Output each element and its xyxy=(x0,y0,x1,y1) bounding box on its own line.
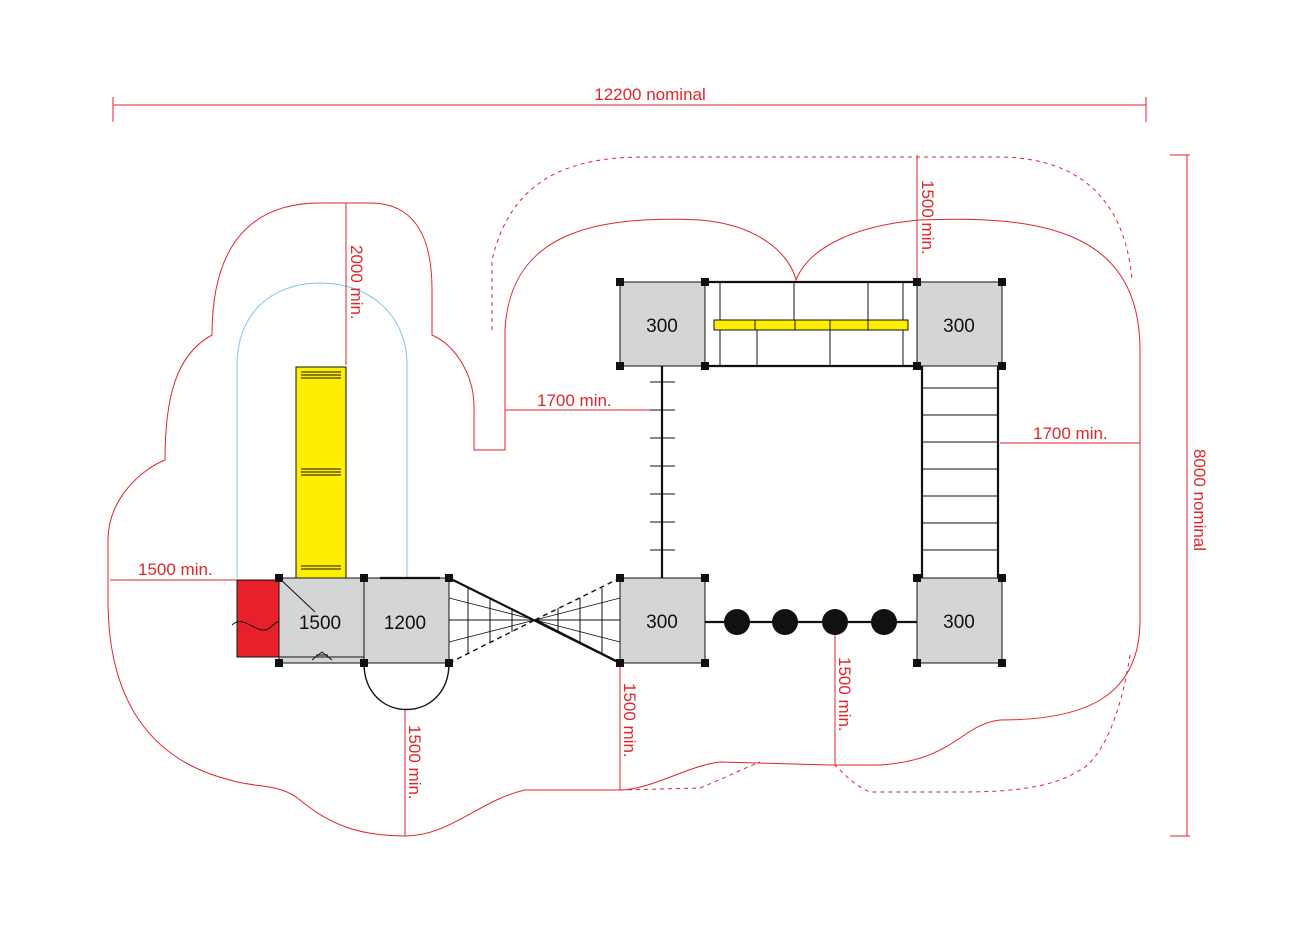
bottom-left-clearance-label: 1500 min. xyxy=(405,725,424,800)
red-panel xyxy=(231,579,291,658)
safety-zone-dashed-top xyxy=(491,156,1133,330)
deck-1200 xyxy=(363,577,450,664)
deck-bottom-left-label: 300 xyxy=(646,612,678,633)
bottom-right-clearance-label: 1500 min. xyxy=(835,657,854,732)
slide xyxy=(295,366,347,580)
safety-zone-outline xyxy=(107,202,1141,837)
deck-top-left xyxy=(619,281,706,367)
height-dimension xyxy=(1170,154,1190,837)
deck-1500-label: 1500 xyxy=(299,613,341,634)
deck-bottom-right xyxy=(916,577,1003,664)
width-nominal-label: 12200 nominal xyxy=(594,85,706,104)
height-nominal-label: 8000 nominal xyxy=(1190,449,1209,551)
top-right-clearance-label: 1500 min. xyxy=(918,180,937,255)
right-posts xyxy=(616,278,1006,667)
top-bridge xyxy=(705,280,917,368)
right-ladder-bridge xyxy=(920,366,1000,578)
left-clearance-label: 1500 min. xyxy=(138,560,213,579)
deck-1200-label: 1200 xyxy=(384,613,426,634)
deck-top-right xyxy=(916,281,1003,367)
right-clearance-label: 1700 min. xyxy=(1033,424,1108,443)
entry-arc xyxy=(363,662,450,710)
bottom-mid-clearance-label: 1500 min. xyxy=(620,683,639,758)
left-rope-ladder xyxy=(650,366,675,578)
stepping-discs xyxy=(705,609,917,635)
deck-top-left-label: 300 xyxy=(646,316,678,337)
top-left-clearance-label: 2000 min. xyxy=(347,245,366,320)
deck-bottom-left xyxy=(619,577,706,664)
deck-bottom-right-label: 300 xyxy=(943,612,975,633)
safety-zone-dashed-bottom xyxy=(834,654,1131,793)
safety-zone-dashed-bottom-mid xyxy=(619,761,761,791)
deck-1500 xyxy=(278,577,365,664)
net-bridge xyxy=(448,577,621,664)
slide-runout-zone xyxy=(236,282,408,578)
width-dimension xyxy=(112,97,1147,122)
inner-left-clearance-label: 1700 min. xyxy=(537,391,612,410)
deck-top-right-label: 300 xyxy=(943,316,975,337)
